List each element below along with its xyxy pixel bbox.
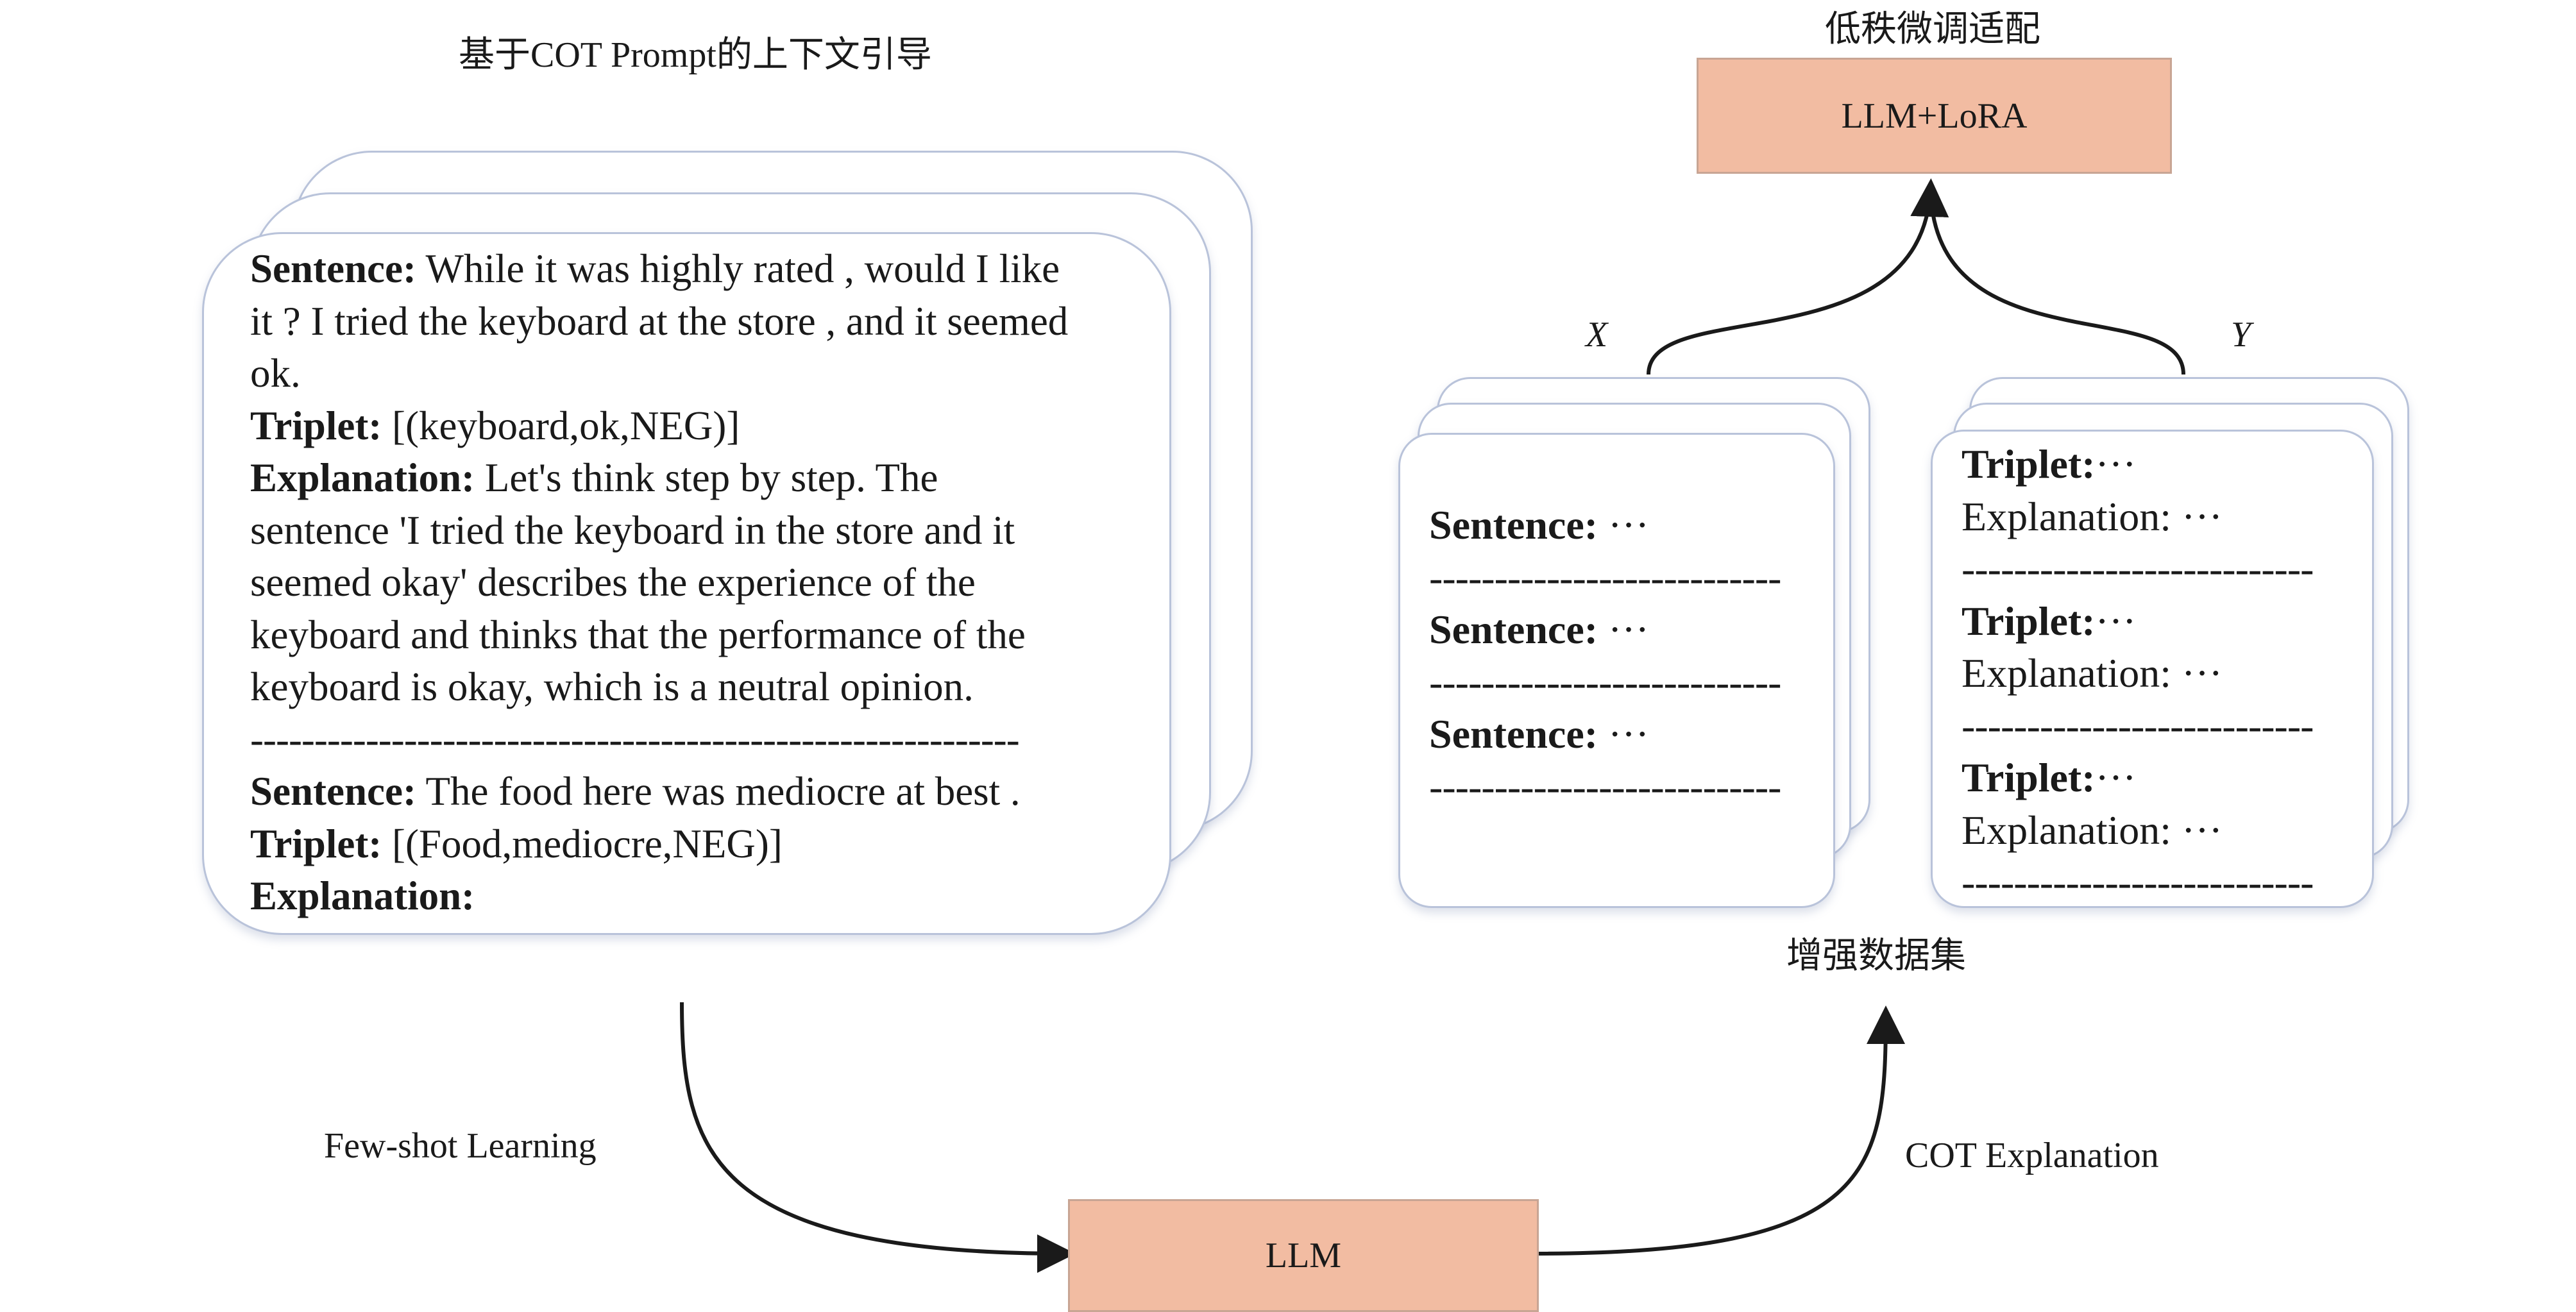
example2-triplet-label: Triplet: (250, 821, 382, 866)
example1-triplet-label: Triplet: (250, 403, 382, 448)
example1-sentence-label: Sentence: (250, 246, 416, 291)
example2-triplet-value: [(Food,mediocre,NEG)] (392, 821, 783, 866)
y-explanation: Explanation: ··· (1962, 493, 2223, 539)
y-separator: --------------------------- (1962, 859, 2314, 905)
finetune-title: 低秩微调适配 (1825, 10, 2040, 49)
prompt-card-front: Sentence: While it was highly rated , wo… (202, 232, 1171, 935)
example1-sentence-line: it ? I tried the keyboard at the store ,… (250, 298, 1069, 344)
y-triplet-value: ··· (2095, 755, 2137, 800)
x-card-front: Sentence: ··· --------------------------… (1398, 433, 1835, 908)
example1-explanation-line: keyboard is okay, which is a neutral opi… (250, 664, 974, 709)
x-sentence-label: Sentence: (1429, 607, 1598, 652)
x-separator: --------------------------- (1429, 659, 1781, 705)
x-sentence-label: Sentence: (1429, 502, 1598, 548)
example1-triplet-value: [(keyboard,ok,NEG)] (392, 403, 740, 448)
prompt-separator: ----------------------------------------… (250, 716, 1020, 762)
example1-explanation-line: sentence 'I tried the keyboard in the st… (250, 507, 1015, 553)
example1-explanation-line: Let's think step by step. The (484, 455, 938, 500)
y-triplet-value: ··· (2095, 441, 2137, 487)
x-sentence-value: ··· (1608, 607, 1649, 652)
example1-explanation-label: Explanation: (250, 455, 475, 500)
y-triplet-value: ··· (2095, 598, 2137, 644)
y-triplet-label: Triplet: (1962, 755, 2096, 800)
example1-explanation-line: seemed okay' describes the experience of… (250, 560, 976, 605)
llm-lora-box: LLM+LoRA (1697, 58, 2172, 174)
llm-box: LLM (1068, 1199, 1539, 1312)
dataset-title: 增强数据集 (1786, 936, 1966, 976)
few-shot-arrow (680, 1002, 1076, 1273)
prompt-card-text: Sentence: While it was highly rated , wo… (250, 243, 1161, 923)
example2-explanation-label: Explanation: (250, 873, 475, 918)
y-card-front: Triplet:··· Explanation: ··· -----------… (1931, 430, 2374, 908)
x-card-text: Sentence: ··· --------------------------… (1429, 499, 1820, 812)
y-separator: --------------------------- (1962, 702, 2314, 748)
x-sentence-value: ··· (1608, 711, 1649, 757)
example2-sentence-value: The food here was mediocre at best . (425, 769, 1021, 814)
y-branch-line (1929, 192, 2185, 375)
few-shot-label: Few-shot Learning (324, 1126, 597, 1166)
y-separator: --------------------------- (1962, 546, 2314, 591)
x-sentence-label: Sentence: (1429, 711, 1598, 757)
example2-sentence-label: Sentence: (250, 769, 416, 814)
y-triplet-label: Triplet: (1962, 441, 2096, 487)
y-explanation: Explanation: ··· (1962, 650, 2223, 696)
y-triplet-label: Triplet: (1962, 598, 2096, 644)
x-separator: --------------------------- (1429, 763, 1781, 809)
y-explanation: Explanation: ··· (1962, 807, 2223, 853)
cot-explanation-label: COT Explanation (1905, 1136, 2159, 1175)
example1-explanation-line: keyboard and thinks that the performance… (250, 612, 1026, 657)
x-sentence-value: ··· (1608, 502, 1649, 548)
example1-sentence-line: While it was highly rated , would I like (425, 246, 1060, 291)
y-card-text: Triplet:··· Explanation: ··· -----------… (1962, 438, 2359, 909)
x-label: X (1586, 315, 1608, 355)
x-branch-arrow (1647, 178, 1949, 375)
y-label: Y (2231, 315, 2251, 355)
cot-explanation-arrow (1534, 1005, 1905, 1256)
prompt-panel-title: 基于COT Prompt的上下文引导 (459, 35, 932, 75)
example1-sentence-line: ok. (250, 351, 301, 396)
x-separator: --------------------------- (1429, 554, 1781, 600)
